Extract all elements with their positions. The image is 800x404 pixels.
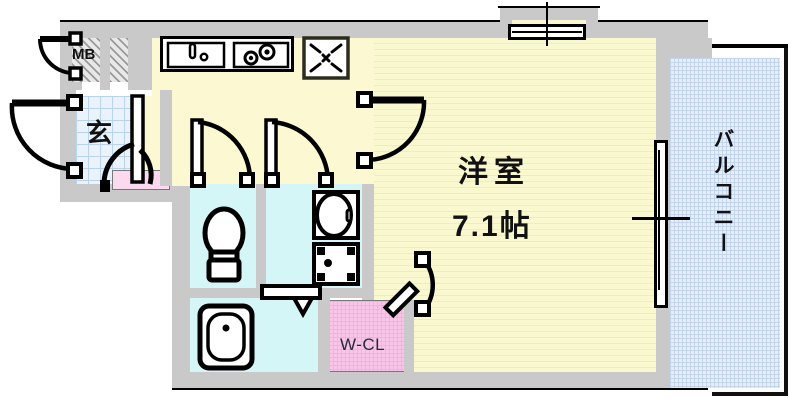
bathtub-icon bbox=[197, 303, 255, 371]
wall-top bbox=[60, 22, 500, 38]
meter-box-hatch-right bbox=[110, 38, 128, 82]
balcony-floor bbox=[670, 58, 780, 388]
meter-box-divider bbox=[100, 38, 110, 90]
refrigerator-space bbox=[302, 36, 350, 80]
wall-washroom-right bbox=[362, 184, 374, 300]
kitchen-sink bbox=[166, 41, 226, 69]
wash-basin-icon bbox=[312, 190, 360, 240]
balcony-sliding-door[interactable] bbox=[654, 140, 668, 308]
toilet-icon bbox=[202, 206, 246, 283]
wall-wcl-right bbox=[404, 300, 414, 372]
wcl-door[interactable] bbox=[378, 251, 444, 319]
balcony-label: バルコニー bbox=[711, 128, 734, 258]
bath-door[interactable] bbox=[258, 284, 326, 320]
outline-bottom bbox=[172, 388, 708, 390]
main-room-floor bbox=[374, 38, 656, 372]
balcony-door-mullion bbox=[658, 150, 660, 290]
room-window-center-mark bbox=[546, 2, 548, 46]
wall-bath-right bbox=[318, 296, 330, 372]
balcony-rail-top bbox=[712, 44, 788, 48]
wall-top-right bbox=[598, 22, 708, 38]
entrance-door[interactable] bbox=[2, 94, 83, 181]
main-room-label: 洋室 bbox=[458, 156, 530, 189]
wall-hall-divider bbox=[160, 90, 172, 186]
walk-in-closet-floor bbox=[328, 300, 406, 372]
walk-in-closet-label: W-CL bbox=[340, 335, 386, 354]
main-room-size-label: 7.1帖 bbox=[452, 210, 532, 243]
meter-box-base bbox=[128, 38, 152, 90]
gas-stove bbox=[232, 41, 290, 69]
wall-hall-left bbox=[172, 184, 190, 388]
main-room-door[interactable] bbox=[356, 91, 428, 174]
outline-top bbox=[60, 20, 500, 22]
toilet-door[interactable] bbox=[190, 118, 255, 188]
washroom-door[interactable] bbox=[264, 118, 334, 188]
meter-box-door[interactable] bbox=[26, 31, 83, 82]
washing-machine-pan-icon bbox=[312, 242, 360, 286]
outline-top-right bbox=[598, 20, 708, 22]
wall-alcove-top bbox=[500, 8, 598, 20]
balcony-door-center-mark bbox=[632, 217, 690, 220]
wall-bottom bbox=[172, 372, 708, 388]
genkan-label: 玄 bbox=[86, 118, 113, 148]
balcony-shoulder bbox=[670, 38, 712, 58]
wall-toilet-right bbox=[256, 184, 266, 290]
outline-alcove-top bbox=[498, 6, 600, 8]
genkan-folding-door[interactable] bbox=[100, 94, 160, 192]
meter-box-label: MB bbox=[72, 46, 96, 63]
